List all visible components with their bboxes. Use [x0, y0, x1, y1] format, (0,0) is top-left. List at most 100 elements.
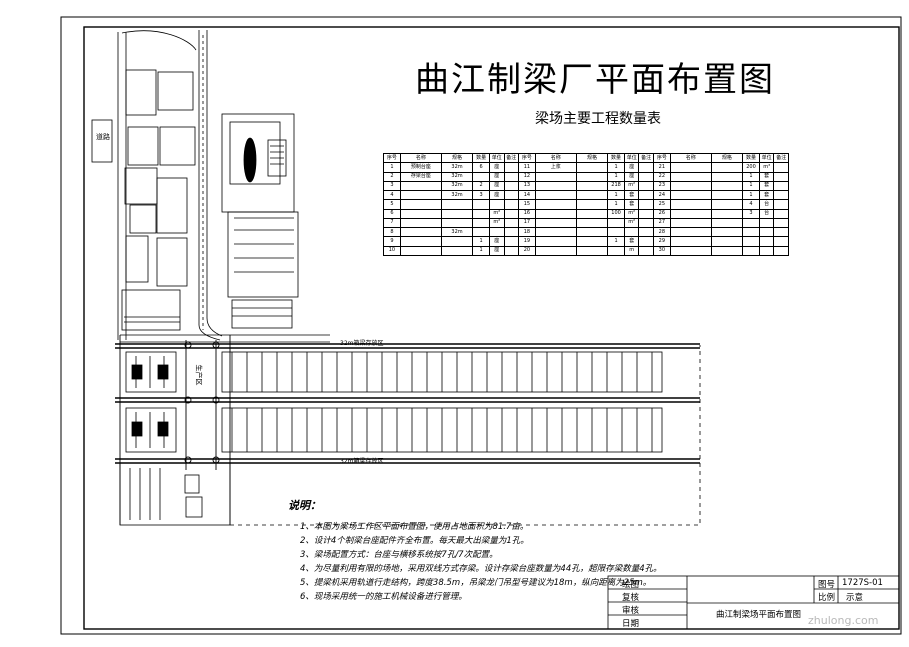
- tb-label-date: 日期: [622, 619, 640, 629]
- table-cell: [534, 171, 577, 182]
- table-cell: 3: [742, 208, 760, 219]
- table-cell: 7: [383, 217, 401, 229]
- note-item: 6、现场采用统一的施工机械设备进行管理。: [300, 592, 467, 602]
- table-cell: 26: [652, 208, 671, 219]
- table-cell: 序号: [383, 152, 401, 164]
- table-cell: m³: [758, 162, 775, 173]
- table-cell: 4: [742, 199, 760, 210]
- table-cell: [607, 227, 625, 238]
- table-cell: [440, 208, 474, 219]
- table-cell: [607, 217, 625, 229]
- table-cell: [773, 208, 789, 219]
- table-cell: [638, 180, 654, 192]
- table-cell: 21: [652, 162, 671, 173]
- table-cell: 名称: [399, 152, 442, 164]
- table-cell: 存梁台座: [399, 171, 442, 182]
- table-cell: [399, 208, 442, 219]
- note-item: 1、本图为梁场工作区平面布置图，使用占地面积为81.7亩。: [300, 522, 529, 532]
- table-cell: 备注: [638, 152, 654, 164]
- table-cell: [534, 227, 577, 238]
- beam-row-1-label: 32m箱梁存放区: [340, 340, 384, 347]
- table-cell: 单位: [489, 152, 505, 164]
- table-cell: 数量: [607, 152, 625, 164]
- table-cell: 台: [758, 208, 775, 219]
- table-cell: 名称: [669, 152, 712, 164]
- table-cell: [399, 227, 442, 238]
- table-cell: 单位: [623, 152, 640, 164]
- table-cell: [710, 236, 744, 247]
- table-cell: [638, 208, 654, 219]
- table-cell: [503, 171, 519, 182]
- table-cell: [710, 245, 744, 257]
- table-cell: m²: [623, 180, 640, 192]
- table-cell: 23: [652, 180, 671, 192]
- table-cell: 座: [623, 171, 640, 182]
- note-item: 2、设计4个制梁台座配件齐全布置。每天最大出梁量为1孔。: [300, 536, 529, 546]
- table-cell: [773, 236, 789, 247]
- storage-row-1: [221, 351, 663, 393]
- table-cell: m²: [489, 217, 505, 229]
- inner-border: [83, 26, 900, 630]
- table-cell: 台: [758, 199, 775, 210]
- table-cell: [440, 245, 474, 257]
- tb-label-check: 复核: [622, 593, 640, 603]
- table-cell: [669, 236, 712, 247]
- table-cell: 数量: [742, 152, 760, 164]
- table-cell: 100: [607, 208, 625, 219]
- table-cell: 座: [489, 245, 505, 257]
- table-cell: [773, 199, 789, 210]
- tb-number-value: 1727S-01: [842, 578, 883, 588]
- table-cell: [710, 199, 744, 210]
- table-cell: 2: [383, 171, 401, 182]
- table-cell: [758, 245, 775, 257]
- table-cell: 30: [652, 245, 671, 257]
- table-cell: 座: [489, 190, 505, 201]
- table-cell: [399, 245, 442, 257]
- table-cell: 数量: [472, 152, 491, 164]
- table-cell: 24: [652, 190, 671, 201]
- left-buildings: [121, 69, 196, 331]
- table-cell: [638, 190, 654, 201]
- table-cell: [399, 180, 442, 192]
- tb-label-draw: 绘图: [622, 580, 640, 590]
- table-cell: [773, 227, 789, 238]
- table-cell: [638, 236, 654, 247]
- table-cell: 座: [623, 162, 640, 173]
- table-cell: [503, 208, 519, 219]
- table-cell: 32m: [440, 162, 474, 173]
- table-cell: [742, 227, 760, 238]
- table-cell: [503, 190, 519, 201]
- left-yard-label: 生产区: [194, 364, 203, 386]
- table-cell: 1: [607, 199, 625, 210]
- table-cell: [710, 180, 744, 192]
- tb-drawing-name: 曲江制梁场平面布置图: [716, 610, 802, 620]
- table-cell: 套: [758, 190, 775, 201]
- table-cell: [534, 217, 577, 229]
- table-title: 梁场主要工程数量表: [535, 111, 661, 127]
- table-cell: 座: [489, 171, 505, 182]
- table-header-row: 序号名称规格数量单位备注序号名称规格数量单位备注序号名称规格数量单位备注: [383, 152, 789, 164]
- table-cell: [534, 180, 577, 192]
- table-cell: [534, 208, 577, 219]
- table-cell: [575, 171, 609, 182]
- table-cell: [534, 236, 577, 247]
- table-cell: [503, 236, 519, 247]
- table-cell: 1: [607, 162, 625, 173]
- table-cell: 1: [607, 190, 625, 201]
- table-cell: [773, 190, 789, 201]
- table-cell: [638, 162, 654, 173]
- table-cell: 20: [517, 245, 536, 257]
- table-cell: m²: [489, 208, 505, 219]
- table-cell: [773, 180, 789, 192]
- table-cell: 单位: [758, 152, 775, 164]
- table-cell: [575, 245, 609, 257]
- table-cell: 序号: [652, 152, 671, 164]
- table-cell: [503, 227, 519, 238]
- table-cell: [669, 180, 712, 192]
- table-cell: 25: [652, 199, 671, 210]
